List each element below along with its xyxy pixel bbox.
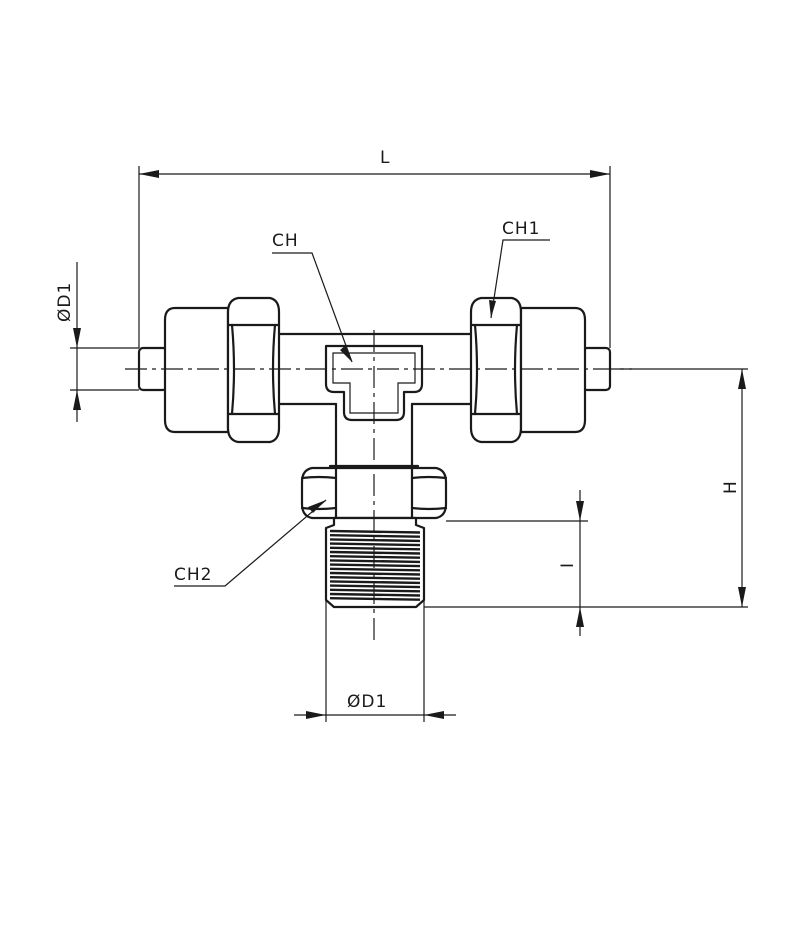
right-hex-nut	[469, 296, 523, 444]
thread-line	[329, 571, 421, 576]
thread-line	[329, 597, 421, 601]
threaded-shank	[324, 516, 426, 609]
thread-line	[329, 559, 421, 564]
thread-line	[329, 592, 421, 597]
thread-line	[329, 546, 421, 551]
label-CH2: CH2	[174, 565, 212, 585]
label-tube-diameter: ØD1	[55, 282, 75, 322]
thread-line	[329, 538, 421, 543]
left-hex-nut	[226, 296, 281, 444]
leader-CH: CH	[272, 231, 353, 363]
label-CH: CH	[272, 231, 299, 251]
leader-CH1: CH1	[489, 219, 550, 319]
dimension-I: I	[446, 490, 588, 636]
dimension-thread-diameter: ØD1	[294, 600, 456, 722]
thread-line	[329, 576, 421, 580]
thread-line	[329, 555, 421, 559]
left-sleeve	[163, 306, 230, 434]
tee-wrench-flat	[324, 344, 424, 422]
dimension-L: L	[138, 148, 611, 348]
thread-line	[329, 567, 421, 572]
label-CH1: CH1	[502, 219, 540, 239]
thread-line	[329, 542, 421, 547]
thread-line	[329, 584, 421, 589]
label-I: I	[558, 562, 578, 568]
thread-line	[329, 550, 421, 555]
label-L: L	[380, 148, 390, 168]
thread-line	[329, 580, 421, 585]
thread-line	[329, 529, 421, 534]
right-sleeve	[519, 306, 587, 434]
dimension-H: H	[424, 368, 748, 608]
thread-line	[329, 588, 421, 593]
thread-line	[329, 534, 421, 538]
centerlines	[125, 330, 632, 640]
dimension-tube-diameter: ØD1	[55, 262, 139, 422]
leader-CH2: CH2	[174, 499, 327, 587]
thread-line	[329, 563, 421, 568]
label-thread-diameter: ØD1	[347, 692, 387, 712]
label-H: H	[721, 480, 741, 494]
